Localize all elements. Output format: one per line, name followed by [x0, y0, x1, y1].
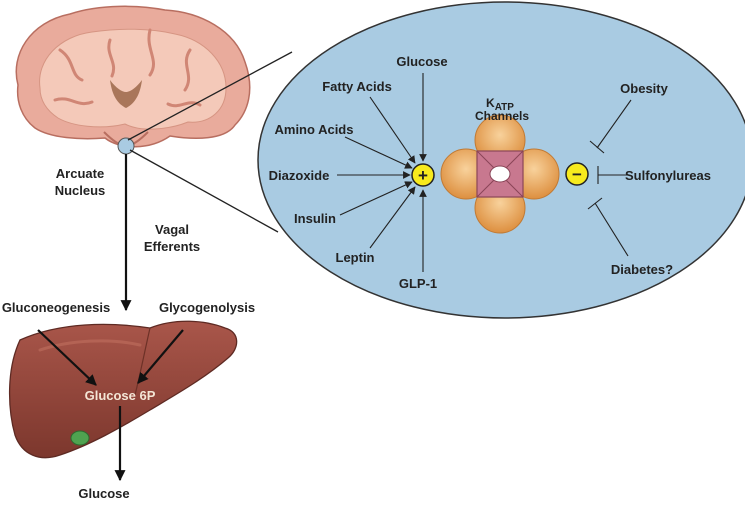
brain: Arcuate Nucleus — [15, 5, 251, 198]
arrow-fatty-acids — [369, 96, 416, 164]
channel-label-atp: ATP — [495, 102, 515, 113]
brain-ventricles — [110, 80, 142, 108]
activator-diazoxide: Diazoxide — [269, 168, 330, 183]
glycogenolysis-label: Glycogenolysis — [159, 300, 255, 315]
minus-node — [565, 162, 589, 186]
gluconeogenesis-arrow — [37, 329, 97, 386]
gluconeogenesis-label: Gluconeogenesis — [2, 300, 110, 315]
brain-white-matter — [39, 28, 227, 130]
channel-label: KATP — [486, 96, 514, 113]
liver-highlight — [38, 339, 142, 352]
inhibition-diabetes — [587, 197, 629, 257]
inset: Glucose Fatty Acids Amino Acids Diazoxid… — [257, 1, 745, 319]
activator-leptin: Leptin — [336, 250, 375, 265]
minus-symbol: − — [572, 165, 582, 184]
activator-insulin: Insulin — [294, 211, 336, 226]
katp-channel — [440, 114, 560, 234]
activator-glucose: Glucose — [396, 54, 447, 69]
plus-symbol: + — [418, 166, 428, 185]
glycogenolysis-arrow — [137, 329, 184, 384]
activator-fatty-acids: Fatty Acids — [322, 79, 392, 94]
glucose-6p-label: Glucose 6P — [85, 388, 156, 403]
channel-label-k: K — [486, 96, 495, 110]
inhibitor-obesity: Obesity — [620, 81, 668, 96]
activator-amino-acids: Amino Acids — [275, 122, 354, 137]
arrow-insulin — [339, 181, 413, 216]
efferents-label: Efferents — [144, 239, 200, 254]
glucose-output-label: Glucose — [78, 486, 129, 501]
channel-label-line2: Channels — [475, 109, 529, 123]
zoom-line-top — [127, 51, 293, 141]
brain-folds — [53, 28, 202, 108]
liver-lobe-line — [134, 327, 151, 396]
arrow-amino-acids — [344, 136, 413, 169]
arrow-leptin — [369, 186, 416, 249]
zoom-line-bottom — [129, 149, 279, 233]
liver: Gluconeogenesis Glycogenolysis Glucose 6… — [2, 300, 255, 501]
vagal-label: Vagal — [155, 222, 189, 237]
activator-glp1: GLP-1 — [399, 276, 437, 291]
nucleus-label: Nucleus — [55, 183, 106, 198]
inhibition-obesity — [589, 99, 632, 154]
inhibitor-diabetes: Diabetes? — [611, 262, 673, 277]
arcuate-label: Arcuate — [56, 166, 104, 181]
channel-pore — [489, 165, 511, 183]
plus-node — [411, 163, 435, 187]
inhibitor-sulfonylureas: Sulfonylureas — [625, 168, 711, 183]
gallbladder — [70, 430, 90, 446]
